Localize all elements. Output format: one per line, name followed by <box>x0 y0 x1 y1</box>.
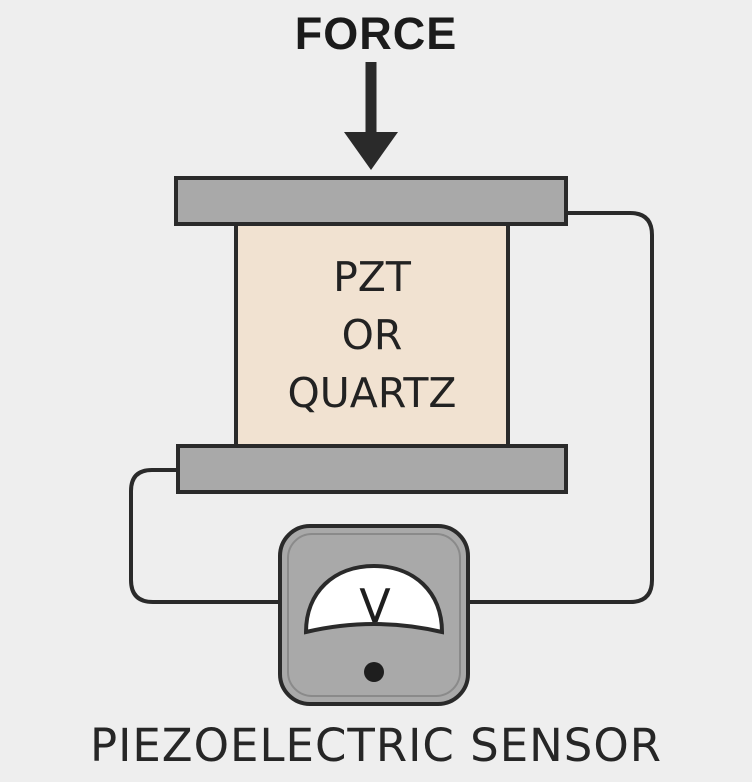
wire-top-right <box>468 211 654 604</box>
voltmeter-pivot-dot <box>364 662 384 682</box>
bottom-electrode <box>176 444 568 494</box>
wire-bottom-left <box>129 468 280 604</box>
voltmeter-dial-face <box>303 563 445 635</box>
voltmeter-inner-bezel <box>287 533 461 697</box>
voltmeter <box>278 524 470 706</box>
crystal-label-line: PZT <box>333 253 411 301</box>
force-arrow-icon <box>344 62 398 170</box>
piezo-crystal <box>234 222 510 448</box>
crystal-material-label: PZT OR QUARTZ <box>236 248 508 422</box>
crystal-label-line: QUARTZ <box>287 369 457 417</box>
voltmeter-symbol: V <box>359 579 391 633</box>
crystal-label-line: OR <box>341 311 403 359</box>
force-label: FORCE <box>294 8 458 59</box>
top-electrode <box>174 176 568 226</box>
diagram-caption: PIEZOELECTRIC SENSOR <box>89 719 663 772</box>
